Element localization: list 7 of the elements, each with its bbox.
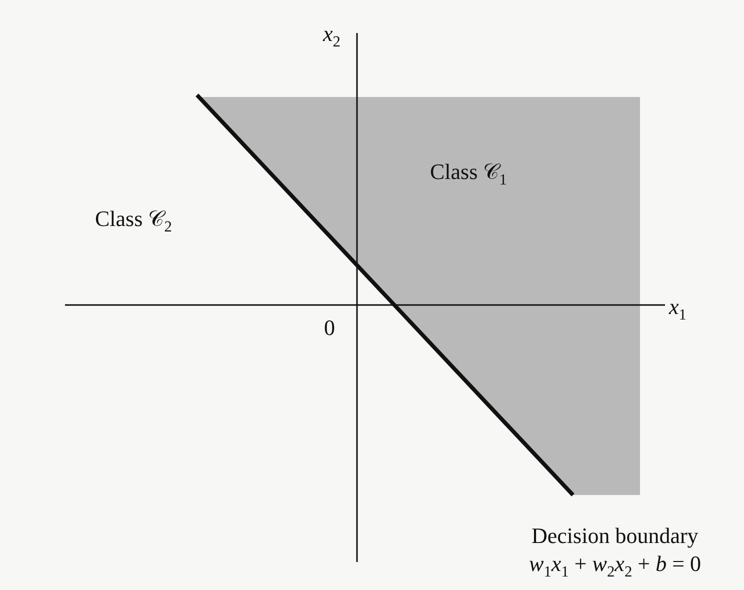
axis-label: x$_{1}$ xyxy=(669,295,686,320)
axis-label: x$_{2}$ xyxy=(323,22,340,46)
boundary-equation: w$_{1}$x$_{1}$ + w$_{2}$x$_{2}$ + b = 0 xyxy=(529,552,701,576)
origin-label: 0 xyxy=(324,316,335,340)
boundary-caption: Decision boundary xyxy=(532,524,698,548)
class-label: Class 𝒞$_{1}$ xyxy=(430,160,507,184)
class-label: Class 𝒞$_{2}$ xyxy=(95,207,172,232)
